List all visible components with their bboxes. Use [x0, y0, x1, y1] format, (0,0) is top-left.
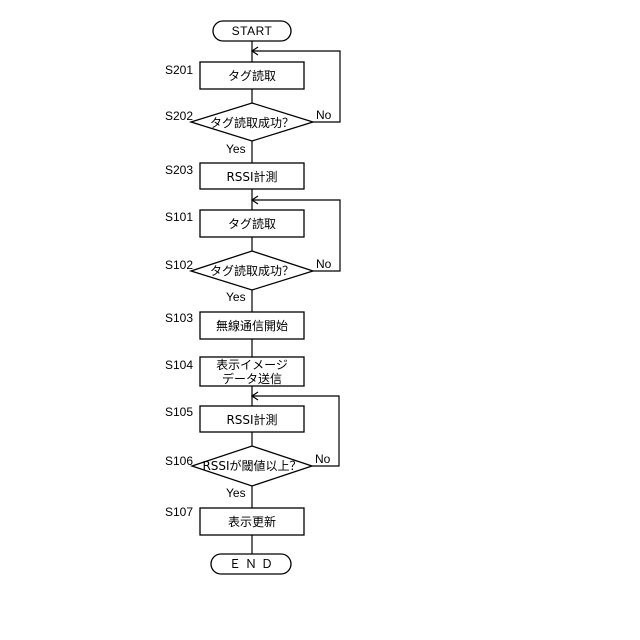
step-s103-label: 無線通信開始: [216, 318, 288, 333]
step-s202-id: S202: [165, 109, 193, 123]
start-label: START: [232, 24, 273, 38]
step-s102-yes-label: Yes: [226, 290, 246, 304]
step-s201-label: タグ読取: [228, 68, 276, 83]
step-s101-label: タグ読取: [228, 216, 276, 231]
step-s107-label: 表示更新: [228, 514, 276, 529]
step-s106: S106 RSSIが閾値以上？ No Yes: [165, 446, 331, 500]
step-s202-label: タグ読取成功？: [210, 115, 294, 130]
step-s203: S203 RSSI計測: [165, 163, 304, 189]
end-terminator: ＥＮＤ: [211, 554, 291, 574]
step-s202-yes-label: Yes: [226, 142, 246, 156]
step-s106-yes-label: Yes: [226, 486, 246, 500]
step-s203-label: RSSI計測: [226, 169, 277, 184]
step-s102-id: S102: [165, 258, 193, 272]
step-s106-no-label: No: [315, 452, 331, 466]
step-s103: S103 無線通信開始: [165, 311, 304, 339]
step-s104-label-line1: 表示イメージ: [216, 358, 288, 372]
step-s202: S202 タグ読取成功？ No Yes: [165, 103, 332, 156]
step-s201-id: S201: [165, 63, 193, 77]
step-s101-id: S101: [165, 210, 193, 224]
start-terminator: START: [213, 21, 291, 41]
step-s202-no-label: No: [316, 108, 332, 122]
step-s101: S101 タグ読取: [165, 210, 304, 237]
step-s106-label: RSSIが閾値以上？: [202, 458, 301, 473]
step-s106-id: S106: [165, 454, 193, 468]
step-s102-no-label: No: [316, 257, 332, 271]
step-s203-id: S203: [165, 163, 193, 177]
step-s105: S105 RSSI計測: [165, 405, 304, 432]
step-s105-label: RSSI計測: [226, 412, 277, 427]
step-s105-id: S105: [165, 405, 193, 419]
step-s102-label: タグ読取成功？: [210, 263, 294, 278]
step-s104-id: S104: [165, 358, 193, 372]
step-s102: S102 タグ読取成功？ No Yes: [165, 251, 332, 304]
step-s107: S107 表示更新: [165, 505, 304, 535]
step-s107-id: S107: [165, 505, 193, 519]
step-s104-label-line2: データ送信: [222, 371, 282, 386]
end-label: ＥＮＤ: [229, 557, 277, 571]
step-s104: S104 表示イメージ データ送信: [165, 357, 304, 386]
step-s103-id: S103: [165, 311, 193, 325]
step-s201: S201 タグ読取: [165, 62, 304, 89]
